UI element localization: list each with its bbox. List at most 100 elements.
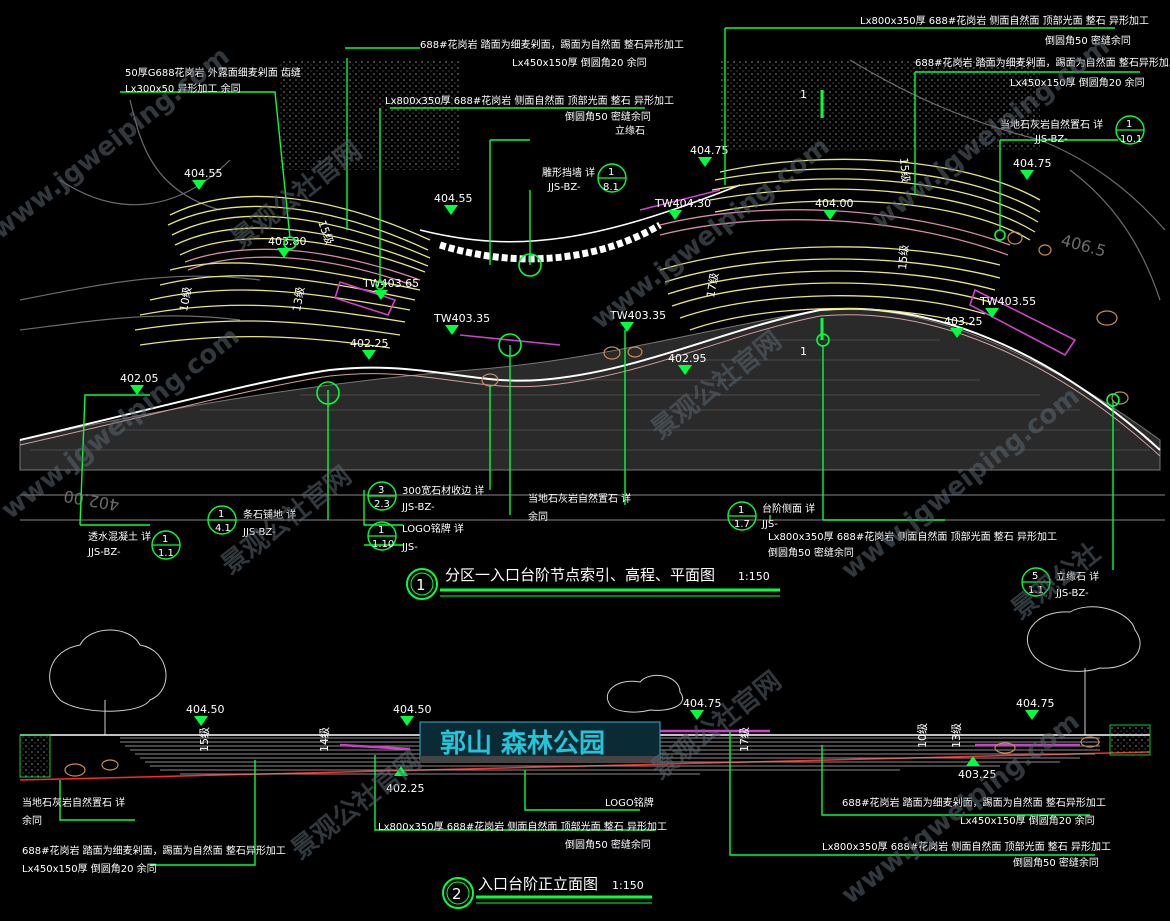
watermark: 景观公社官网 bbox=[285, 745, 427, 865]
callout-10-1: 1 10.1 bbox=[1115, 115, 1145, 145]
svg-text:立缘石 详: 立缘石 详 bbox=[1056, 570, 1099, 583]
elev-rocks bbox=[64, 736, 1100, 777]
index-callouts: 1 8.1 雕形挡墙 详 JJS-BZ- 1 10.1 1 1.1 透水混凝土 … bbox=[87, 115, 1145, 599]
elevation-title-block: 2 入口台阶正立面图 1:150 bbox=[442, 875, 652, 909]
contour-label-1: 406.5 bbox=[1059, 231, 1108, 261]
upper-right-steps bbox=[709, 158, 1041, 241]
step-count: 13级 bbox=[290, 286, 307, 313]
note-line: Lx800x350厚 688#花岗岩 侧面自然面 顶部光面 整石 异形加工 bbox=[385, 94, 674, 107]
elev-label: 404.75 bbox=[683, 697, 722, 710]
callout-8-1: 1 8.1 雕形挡墙 详 JJS-BZ- bbox=[542, 163, 627, 193]
callout-1-1: 1 1.1 透水混凝土 详 JJS-BZ- bbox=[87, 530, 181, 560]
plan-elev-label: TW403.55 bbox=[979, 295, 1036, 308]
note-line: Lx800x350厚 688#花岗岩 侧面自然面 顶部光面 整石 异形加工 bbox=[378, 820, 667, 833]
plan-title: 分区一入口台阶节点索引、高程、平面图 bbox=[445, 566, 715, 584]
elev-markers bbox=[194, 710, 1039, 776]
note-line: 倒圆角50 密缝余同 bbox=[768, 546, 854, 559]
svg-text:条石铺地 详: 条石铺地 详 bbox=[243, 508, 296, 521]
logo-text: 郭山 森林公园 bbox=[440, 729, 605, 759]
note-line: 当地石灰岩自然置石 详 bbox=[528, 492, 631, 505]
svg-text:雕形挡墙 详: 雕形挡墙 详 bbox=[542, 166, 595, 179]
section-mark-top: 1 bbox=[800, 88, 807, 101]
step-count: 13级 bbox=[950, 723, 963, 748]
planting-texture bbox=[280, 60, 1040, 170]
plan-elev-label: TW404.30 bbox=[654, 197, 711, 210]
elevation-scale: 1:150 bbox=[612, 879, 644, 892]
svg-text:2.3: 2.3 bbox=[374, 499, 390, 510]
svg-text:3: 3 bbox=[378, 485, 384, 496]
plan-elev-label: 403.80 bbox=[268, 235, 307, 248]
plan-elev-label: 404.75 bbox=[690, 144, 729, 157]
svg-text:透水混凝土 详: 透水混凝土 详 bbox=[88, 530, 151, 543]
plan-elev-markers bbox=[130, 157, 1034, 395]
plan-elev-label: 402.05 bbox=[120, 372, 159, 385]
elev-label: 404.75 bbox=[1016, 697, 1055, 710]
trees bbox=[49, 606, 1141, 735]
leader-circles bbox=[283, 229, 1120, 407]
note-line: Lx800x350厚 688#花岗岩 侧面自然面 顶部光面 整石 异形加工 bbox=[822, 840, 1111, 853]
step-count: 14级 bbox=[318, 727, 331, 752]
plan-elev-label: 404.55 bbox=[184, 167, 223, 180]
note-line: 余同 bbox=[528, 510, 548, 523]
svg-text:1: 1 bbox=[738, 505, 744, 516]
callout-2-3: 3 2.3 300宽石材收边 详 JJS-BZ- bbox=[367, 481, 484, 513]
note-line: 688#花岗岩 踏面为细麦剁面，踢面为自然面 整石异形加工 bbox=[915, 56, 1170, 69]
callout-1-10: 1 1.10 LOGO铭牌 详 JJS- bbox=[367, 521, 464, 553]
svg-text:1.7: 1.7 bbox=[734, 519, 750, 530]
logo-sign: 郭山 森林公园 bbox=[419, 721, 661, 762]
elev-notes: 当地石灰岩自然置石 详 余同 688#花岗岩 踏面为细麦剁面，踢面为自然面 整石… bbox=[22, 796, 1111, 875]
elev-label: 404.50 bbox=[393, 703, 432, 716]
note-line: 50厚G688花岗岩 外露面细麦剁面 齿缝 bbox=[125, 66, 301, 79]
note-line: JJS-BZ- bbox=[1034, 134, 1068, 145]
elev-label: 404.50 bbox=[186, 703, 225, 716]
plan-elev-label: 402.95 bbox=[668, 352, 707, 365]
step-count: 10级 bbox=[916, 723, 929, 748]
road-edge bbox=[19, 307, 1161, 451]
note-line: 倒圆角50 密缝余同 bbox=[1045, 34, 1131, 47]
svg-text:JJS-: JJS- bbox=[761, 519, 778, 530]
note-line: 倒圆角50 密缝余同 bbox=[565, 110, 651, 123]
note-line: 当地石灰岩自然置石 详 bbox=[22, 796, 125, 809]
magenta-planters bbox=[333, 189, 1077, 357]
step-count: 15级 bbox=[198, 727, 211, 752]
svg-text:1: 1 bbox=[608, 167, 614, 178]
svg-text:1.1: 1.1 bbox=[158, 548, 174, 559]
svg-text:台阶侧面 详: 台阶侧面 详 bbox=[762, 502, 815, 515]
svg-text:LOGO铭牌 详: LOGO铭牌 详 bbox=[402, 522, 464, 535]
callout-5-1-1: 5 1.1 立缘石 详 JJS-BZ- bbox=[1021, 567, 1099, 599]
contour-label-2: 402.00 bbox=[62, 486, 120, 514]
note-line: 立缘石 bbox=[615, 124, 645, 137]
svg-text:1.1: 1.1 bbox=[1028, 585, 1044, 596]
note-line: Lx800x350厚 688#花岗岩 侧面自然面 顶部光面 整石 异形加工 bbox=[768, 530, 1057, 543]
elevation-view: 郭山 森林公园 15级 14级 17级 10级 13级 404.50 404.5… bbox=[19, 606, 1151, 909]
elev-label: 402.25 bbox=[386, 782, 425, 795]
note-line: LOGO铭牌 bbox=[605, 796, 654, 809]
svg-text:1: 1 bbox=[162, 534, 168, 545]
step-count: 17级 bbox=[704, 272, 721, 299]
elev-planters bbox=[339, 729, 1080, 751]
step-count: 10级 bbox=[177, 286, 194, 313]
plan-view: 406.5 402.00 bbox=[19, 14, 1170, 600]
plan-notes: 50厚G688花岗岩 外露面细麦剁面 齿缝 Lx300x50 异形加工 余同 6… bbox=[125, 14, 1170, 559]
note-line: Lx300x50 异形加工 余同 bbox=[125, 82, 241, 95]
svg-text:1: 1 bbox=[378, 525, 384, 536]
note-line: Lx450x150厚 倒圆角20 余同 bbox=[960, 814, 1095, 827]
note-line: 688#花岗岩 踏面为细麦剁面，踢面为自然面 整石异形加工 bbox=[420, 38, 684, 51]
note-line: 余同 bbox=[22, 814, 42, 827]
watermark: www.jgwelping.com bbox=[586, 131, 836, 335]
note-line: Lx450x150厚 倒圆角20 余同 bbox=[1010, 76, 1145, 89]
plan-elev-label: 402.25 bbox=[350, 337, 389, 350]
svg-text:1: 1 bbox=[218, 509, 224, 520]
upper-left-steps bbox=[167, 195, 431, 273]
plan-title-block: 1 分区一入口台阶节点索引、高程、平面图 1:150 bbox=[406, 566, 780, 600]
svg-text:1: 1 bbox=[1126, 119, 1132, 130]
note-line: 688#花岗岩 踏面为细麦剁面，踢面为自然面 整石异形加工 bbox=[22, 844, 286, 857]
lower-right-steps bbox=[659, 246, 1001, 331]
watermark: 景观公社官网 bbox=[645, 665, 787, 785]
elevation-number: 2 bbox=[452, 885, 462, 903]
svg-text:JJS-: JJS- bbox=[401, 542, 418, 553]
plan-elev-label: TW403.65 bbox=[362, 277, 419, 290]
callout-4-1: 1 4.1 条石铺地 详 JJS-BZ- bbox=[207, 505, 296, 538]
note-line: 倒圆角50 密缝余同 bbox=[565, 838, 651, 851]
note-line: Lx800x350厚 688#花岗岩 侧面自然面 顶部光面 整石 异形加工 bbox=[860, 14, 1149, 27]
